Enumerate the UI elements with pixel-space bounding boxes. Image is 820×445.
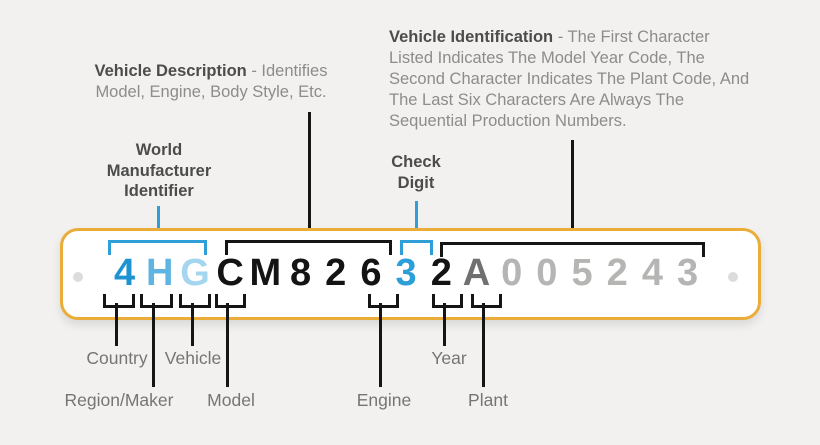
vin-character-vehicle-description: M (249, 252, 282, 294)
plant-label: Plant (468, 390, 508, 410)
vin-character-vehicle-description: 6 (360, 252, 382, 294)
region-maker-bracket (140, 294, 173, 308)
vin-character-vehicle-description: 8 (289, 252, 312, 294)
vin-character-vehicle-identification: 0 (501, 252, 523, 294)
vin-character-vehicle-description: 2 (325, 252, 347, 294)
vin-character-wmi: 4 (114, 252, 136, 294)
year-label: Year (431, 348, 467, 368)
vehicle-description-bracket (225, 240, 392, 255)
vin-character-wmi: G (180, 252, 210, 294)
vehicle-description-title: Vehicle Description (94, 62, 247, 80)
region-maker-label: Region/Maker (64, 390, 174, 410)
vin-character-check-digit: 3 (395, 252, 417, 294)
country-bracket (103, 294, 135, 308)
engine-bracket (368, 294, 399, 308)
vin-character-vehicle-identification: 5 (571, 252, 593, 294)
vin-character-vehicle-identification: 0 (536, 252, 558, 294)
wmi-bracket (108, 240, 207, 255)
engine-label: Engine (356, 390, 412, 410)
vin-character-vehicle-identification: 2 (430, 252, 452, 294)
vehicle-identification-text: - The First Character Listed Indicates T… (389, 28, 750, 130)
vehicle-identification-title: Vehicle Identification (389, 28, 554, 46)
plant-bracket (471, 294, 502, 308)
model-label: Model (207, 390, 255, 410)
vehicle-connector-line (191, 303, 194, 346)
vehicle-bracket (179, 294, 211, 308)
vehicle-description-text: - Identifies Model, Engine, Body Style, … (95, 62, 328, 101)
vin-character-vehicle-description: C (216, 252, 244, 294)
vehicle-description-annotation: Vehicle Description - Identifies Model, … (78, 61, 344, 103)
model-connector-line (226, 303, 229, 387)
wmi-connector-line (157, 206, 160, 243)
vin-character-vehicle-identification: 4 (641, 252, 663, 294)
region-maker-connector-line (152, 303, 155, 387)
check-digit-label: Check Digit (391, 153, 441, 192)
vin-character-vehicle-identification: 2 (606, 252, 628, 294)
engine-connector-line (379, 303, 382, 387)
plant-connector-line (482, 303, 485, 387)
model-bracket (215, 294, 246, 308)
vehicle-identification-annotation: Vehicle Identification - The First Chara… (389, 27, 751, 132)
vin-character-vehicle-identification: A (462, 252, 491, 294)
year-bracket (432, 294, 463, 308)
vehicle-identification-connector-line (571, 140, 574, 245)
vehicle-description-connector-line (308, 112, 311, 243)
world-manufacturer-identifier-label: World Manufacturer Identifier (106, 141, 212, 200)
vehicle-identification-bracket (440, 242, 705, 257)
check-digit-connector-line (415, 201, 418, 243)
plate-rivet-left (73, 272, 83, 282)
vin-character-vehicle-identification: 3 (677, 252, 699, 294)
country-connector-line (115, 303, 118, 346)
check-digit-bracket (400, 240, 433, 255)
vin-character-wmi: H (146, 252, 174, 294)
plate-rivet-right (728, 272, 738, 282)
country-label: Country (86, 348, 148, 368)
vehicle-label: Vehicle (164, 348, 222, 368)
year-connector-line (443, 303, 446, 346)
